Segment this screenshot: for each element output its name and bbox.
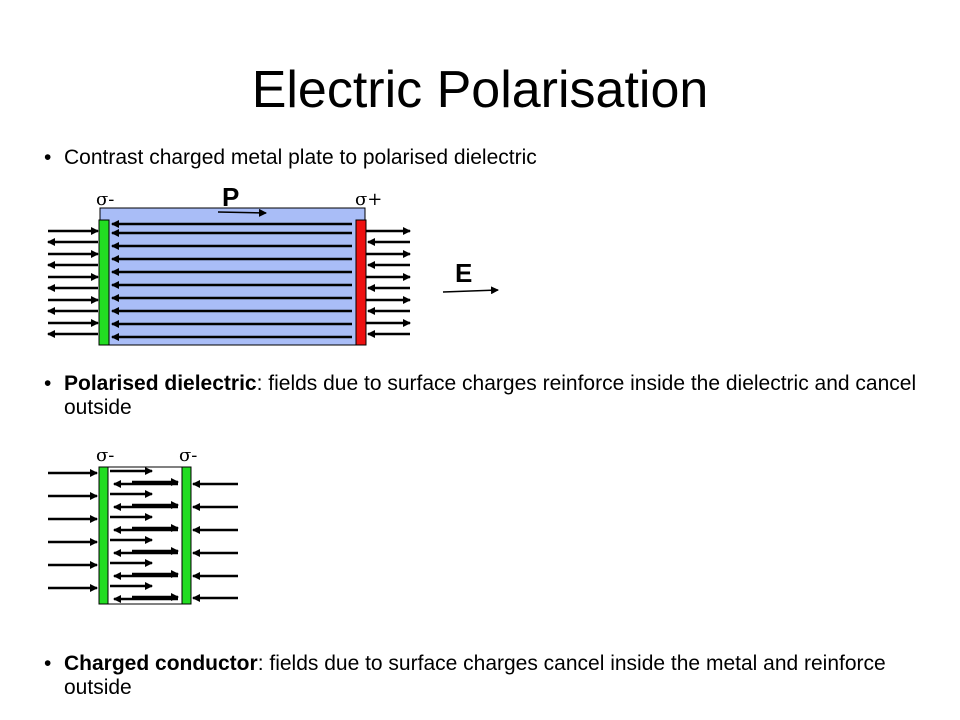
field-label: E	[455, 258, 472, 288]
bullet-text: Contrast charged metal plate to polarise…	[64, 146, 537, 169]
sigma-plus-label: σ+	[355, 189, 382, 210]
bullet-bold: Polarised dielectric	[64, 372, 257, 395]
bullet-polarised-dielectric: • Polarised dielectric: fields due to su…	[44, 372, 946, 420]
slide-title: Electric Polarisation	[251, 61, 709, 119]
field-arrows	[48, 467, 238, 603]
bullet-dot: •	[44, 372, 52, 395]
conductor-region	[104, 466, 190, 605]
bullet-contrast: • Contrast charged metal plate to polari…	[44, 146, 946, 170]
dielectric-slab	[99, 207, 366, 346]
sigma-minus-label: σ-	[96, 189, 114, 210]
bullet-text: : fields due to surface charges cancel i…	[64, 652, 886, 699]
charged-conductor-diagram: σ- σ-	[48, 445, 238, 605]
bullet-dot: •	[44, 652, 52, 675]
polarised-dielectric-diagram: σ- σ+ P E	[47, 182, 499, 346]
polarisation-label: P	[222, 182, 239, 212]
field-arrows	[47, 220, 411, 341]
field-direction-arrow	[442, 286, 499, 295]
positive-surface-charge	[355, 219, 367, 346]
bullet-text: : fields due to surface charges reinforc…	[64, 372, 917, 419]
polarisation-arrow	[217, 208, 267, 217]
negative-surface-charge	[98, 219, 110, 346]
left-surface-charge	[98, 466, 109, 605]
bullet-charged-conductor: • Charged conductor: fields due to surfa…	[44, 652, 946, 700]
sigma-minus-left-label: σ-	[96, 445, 114, 466]
bullet-dot: •	[44, 146, 52, 169]
right-surface-charge	[181, 466, 192, 605]
sigma-minus-right-label: σ-	[179, 445, 197, 466]
bullet-bold: Charged conductor	[64, 652, 258, 675]
